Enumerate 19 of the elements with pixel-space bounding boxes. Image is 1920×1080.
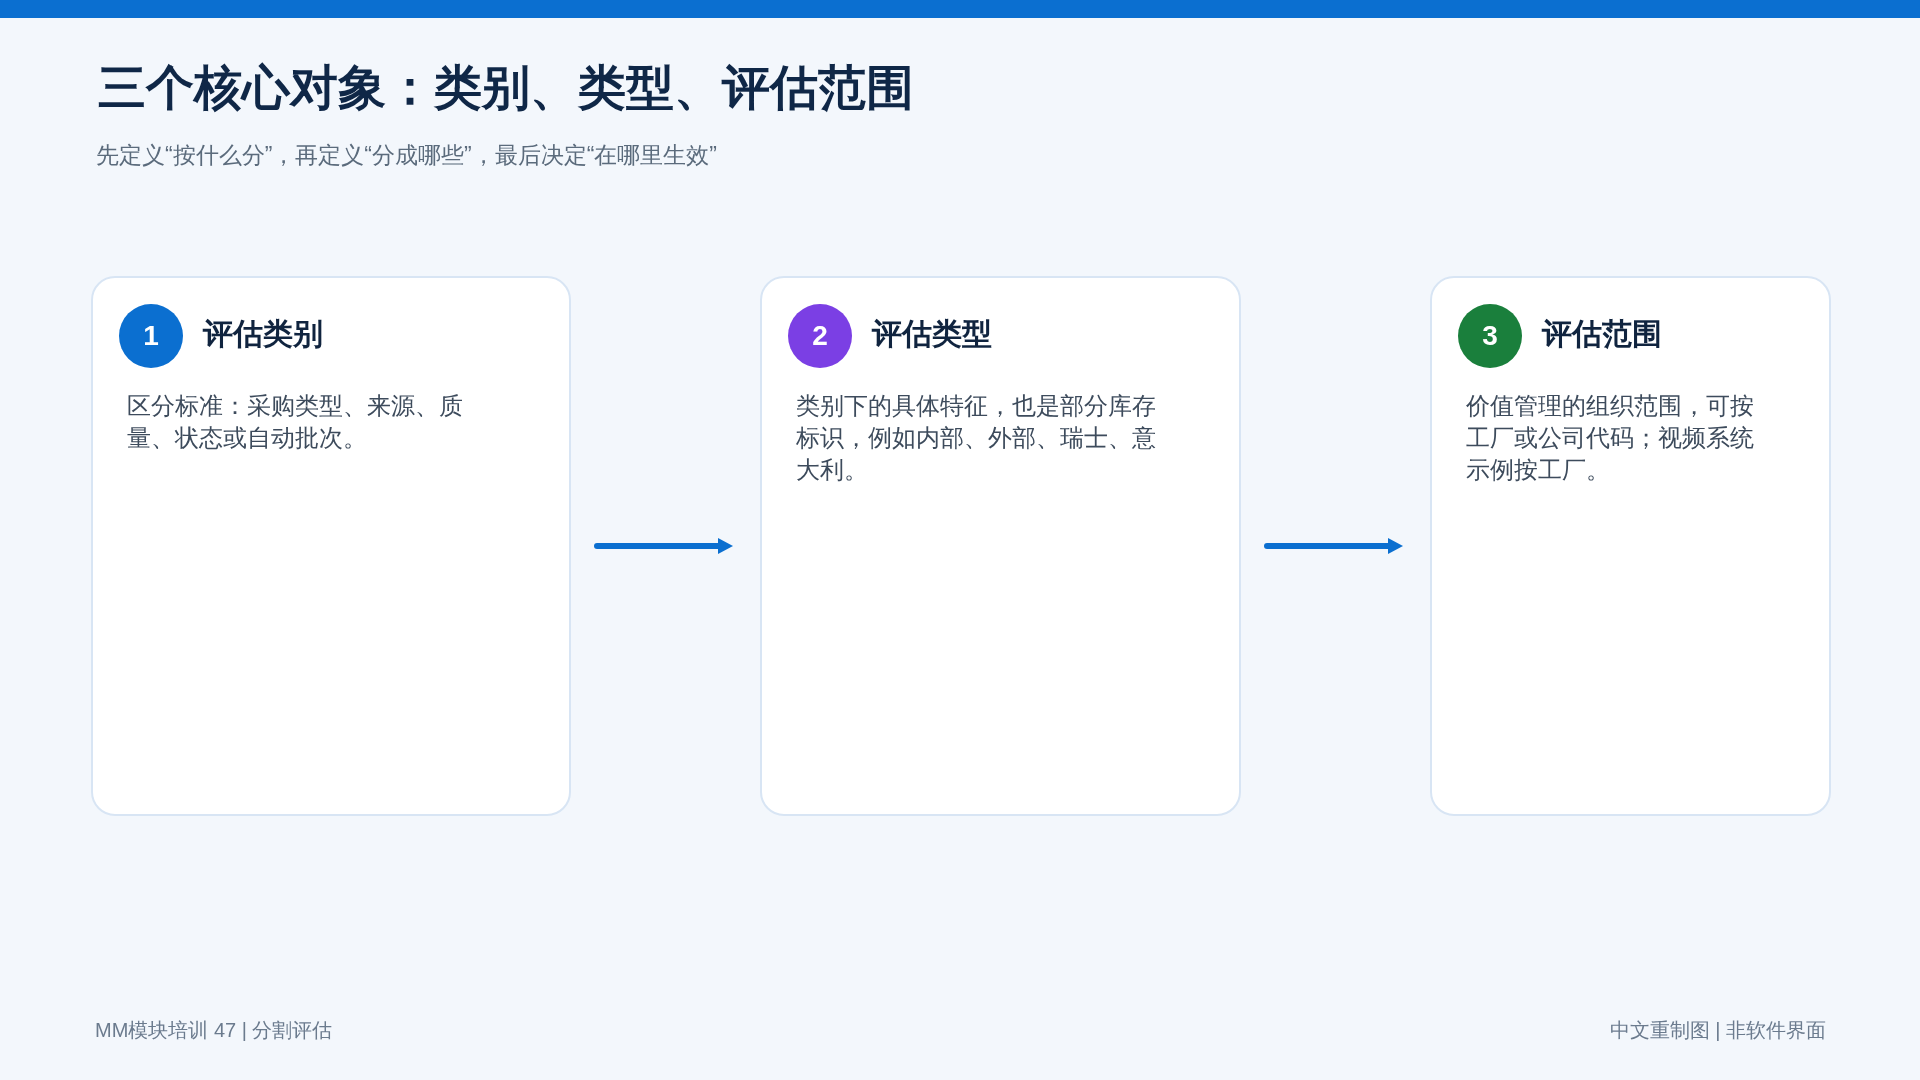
card-text: 区分标准：采购类型、来源、质量、状态或自动批次。 <box>127 391 464 453</box>
card <box>760 276 1241 816</box>
number-badge: 2 <box>788 304 852 368</box>
arrow <box>1264 538 1403 554</box>
card-heading: 评估范围 <box>1542 316 1662 352</box>
number-badge: 3 <box>1458 304 1522 368</box>
card <box>1430 276 1831 816</box>
footer-text: 中文重制图 | 非软件界面 <box>1609 1018 1826 1043</box>
top-bar <box>0 0 1920 18</box>
subtitle: 先定义“按什么分”，再定义“分成哪些”，最后决定“在哪里生效” <box>96 141 717 170</box>
card-text: 类别下的具体特征，也是部分库存标识，例如内部、外部、瑞士、意大利。 <box>796 391 1157 485</box>
footer-text: MM模块培训 47 | 分割评估 <box>95 1018 333 1043</box>
title: 三个核心对象：类别、类型、评估范围 <box>98 60 914 116</box>
card <box>91 276 571 816</box>
number-badge: 1 <box>119 304 183 368</box>
card-text: 价值管理的组织范围，可按工厂或公司代码；视频系统示例按工厂。 <box>1466 391 1755 485</box>
card-heading: 评估类型 <box>872 316 992 352</box>
card-heading: 评估类别 <box>203 316 323 352</box>
arrow <box>594 538 733 554</box>
